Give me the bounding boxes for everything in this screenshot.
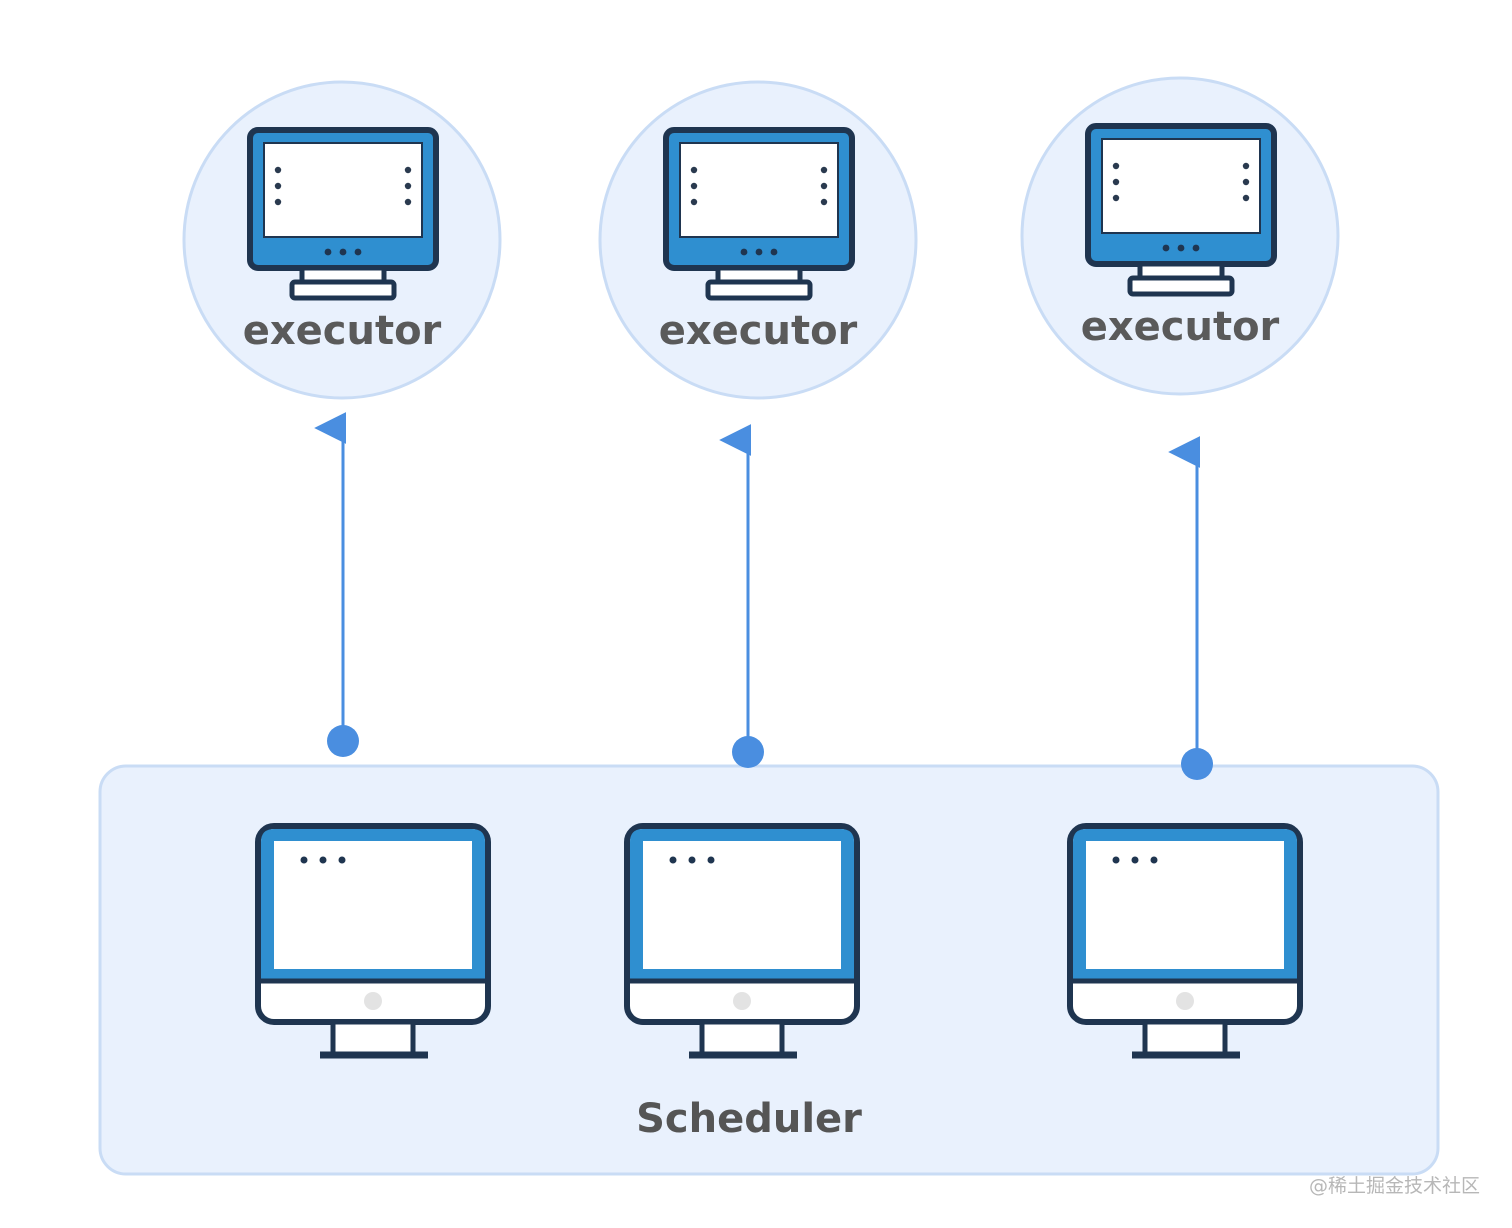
- executor-label: executor: [659, 308, 858, 354]
- arrow-scheduler-to-executor: [1168, 436, 1213, 780]
- executor-node: executor: [598, 80, 918, 400]
- executor-label: executor: [243, 308, 442, 354]
- scheduler-label: Scheduler: [636, 1096, 862, 1142]
- watermark: @稀土掘金技术社区: [1308, 1175, 1480, 1197]
- arrow-scheduler-to-executor: [719, 424, 764, 768]
- executor-node: executor: [1020, 76, 1340, 396]
- scheduler-monitor-icon: [627, 826, 857, 1055]
- arrow-scheduler-to-executor: [314, 412, 359, 757]
- executor-label: executor: [1081, 304, 1280, 350]
- scheduler-monitor-icon: [258, 826, 488, 1055]
- scheduler-monitor-icon: [1070, 826, 1300, 1055]
- executor-node: executor: [182, 80, 502, 400]
